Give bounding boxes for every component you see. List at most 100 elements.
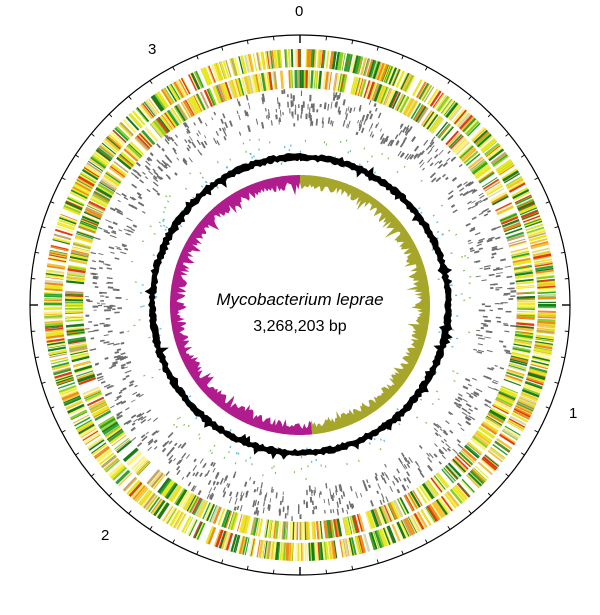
pseudogene-mark bbox=[169, 446, 175, 453]
gene-mark bbox=[421, 483, 435, 500]
pseudogene-mark bbox=[467, 200, 472, 205]
gene-mark bbox=[458, 451, 474, 466]
gene-mark bbox=[107, 428, 123, 441]
gene-mark bbox=[146, 469, 161, 485]
pseudogene-mark bbox=[348, 120, 351, 125]
pseudogene-mark bbox=[156, 159, 162, 165]
gene-mark bbox=[335, 518, 340, 537]
gene-mark bbox=[388, 90, 398, 108]
gene-mark bbox=[467, 122, 481, 137]
gene-mark bbox=[513, 408, 531, 418]
pseudogene-mark bbox=[112, 221, 118, 226]
gene-mark bbox=[163, 112, 177, 129]
gene-mark bbox=[133, 485, 148, 502]
rna-mark bbox=[228, 450, 230, 454]
pseudogene-mark bbox=[182, 157, 188, 164]
gene-mark bbox=[508, 363, 527, 370]
gene-mark bbox=[435, 121, 448, 137]
gene-mark bbox=[65, 294, 84, 297]
gene-mark bbox=[177, 79, 189, 96]
gene-mark bbox=[397, 95, 408, 112]
gene-mark bbox=[340, 539, 346, 558]
gene-mark bbox=[111, 434, 127, 447]
pseudogene-mark bbox=[341, 507, 345, 513]
gene-mark bbox=[184, 99, 195, 116]
gene-mark bbox=[109, 463, 124, 478]
gene-mark bbox=[385, 65, 393, 84]
gene-mark bbox=[403, 494, 414, 512]
rna-mark bbox=[189, 172, 192, 175]
gene-mark bbox=[199, 91, 210, 109]
scale-tick bbox=[468, 510, 472, 514]
gene-mark bbox=[371, 83, 380, 101]
pseudogene-mark bbox=[496, 272, 503, 275]
gene-mark bbox=[112, 129, 127, 144]
gene-mark bbox=[496, 395, 514, 405]
pseudogene-mark bbox=[111, 364, 117, 368]
gene-mark bbox=[318, 70, 322, 90]
pseudogene-mark bbox=[98, 260, 105, 264]
pseudogene-mark bbox=[145, 160, 151, 166]
pseudogene-mark bbox=[439, 428, 443, 432]
gene-mark bbox=[91, 405, 109, 417]
scale-tick bbox=[128, 510, 132, 514]
gene-mark bbox=[534, 340, 554, 346]
gene-mark bbox=[52, 239, 71, 245]
gene-mark bbox=[103, 139, 119, 152]
gene-mark bbox=[70, 350, 89, 356]
pseudogene-mark bbox=[363, 484, 368, 492]
gene-mark bbox=[400, 72, 410, 91]
gene-mark bbox=[455, 110, 469, 126]
gene-mark bbox=[198, 500, 208, 518]
pseudogene-mark bbox=[475, 275, 481, 278]
gene-mark bbox=[144, 126, 159, 143]
gene-mark bbox=[65, 297, 84, 300]
gene-mark bbox=[482, 420, 499, 432]
scale-tick bbox=[554, 381, 559, 384]
pseudogene-mark bbox=[465, 378, 471, 382]
gene-mark bbox=[317, 520, 323, 540]
pseudogene-mark bbox=[114, 398, 119, 402]
gene-mark bbox=[338, 52, 344, 71]
pseudogene-mark bbox=[259, 488, 262, 496]
pseudogene-mark bbox=[182, 160, 187, 165]
repeat-mark bbox=[419, 398, 423, 401]
gene-mark bbox=[190, 95, 202, 113]
gene-mark bbox=[252, 517, 257, 536]
gene-mark bbox=[202, 67, 212, 85]
scale-tick bbox=[75, 452, 80, 456]
pseudogene-mark bbox=[477, 343, 484, 346]
scale-tick bbox=[554, 226, 559, 229]
gene-mark bbox=[451, 136, 465, 151]
gene-mark bbox=[69, 258, 88, 265]
pseudogene-mark bbox=[368, 100, 372, 105]
rna-mark bbox=[460, 256, 464, 258]
gene-mark bbox=[78, 423, 95, 435]
gene-mark bbox=[203, 89, 214, 108]
pseudogene-mark bbox=[115, 246, 121, 249]
pseudogene-mark bbox=[164, 154, 170, 160]
pseudogene-mark bbox=[450, 156, 457, 162]
scale-tick bbox=[351, 565, 354, 570]
gene-mark bbox=[537, 315, 556, 319]
gene-mark bbox=[532, 250, 551, 257]
genome-size: 3,268,203 bp bbox=[253, 318, 347, 335]
gene-mark bbox=[129, 142, 144, 156]
gene-mark bbox=[169, 83, 181, 101]
pseudogene-mark bbox=[275, 492, 278, 499]
gene-mark bbox=[472, 128, 487, 143]
gene-mark bbox=[123, 148, 139, 162]
pseudogene-mark bbox=[191, 141, 197, 149]
pseudogene-mark bbox=[395, 140, 400, 146]
gene-mark bbox=[398, 520, 408, 539]
scale-tick bbox=[221, 559, 224, 564]
gene-mark bbox=[52, 364, 70, 370]
pseudogene-mark bbox=[467, 421, 472, 425]
gene-mark bbox=[498, 163, 515, 175]
pseudogene-mark bbox=[176, 157, 180, 161]
pseudogene-mark bbox=[173, 458, 176, 462]
scale-tick bbox=[560, 356, 565, 359]
pseudogene-mark bbox=[240, 491, 243, 497]
gene-mark bbox=[508, 182, 526, 193]
pseudogene-mark bbox=[138, 412, 145, 418]
